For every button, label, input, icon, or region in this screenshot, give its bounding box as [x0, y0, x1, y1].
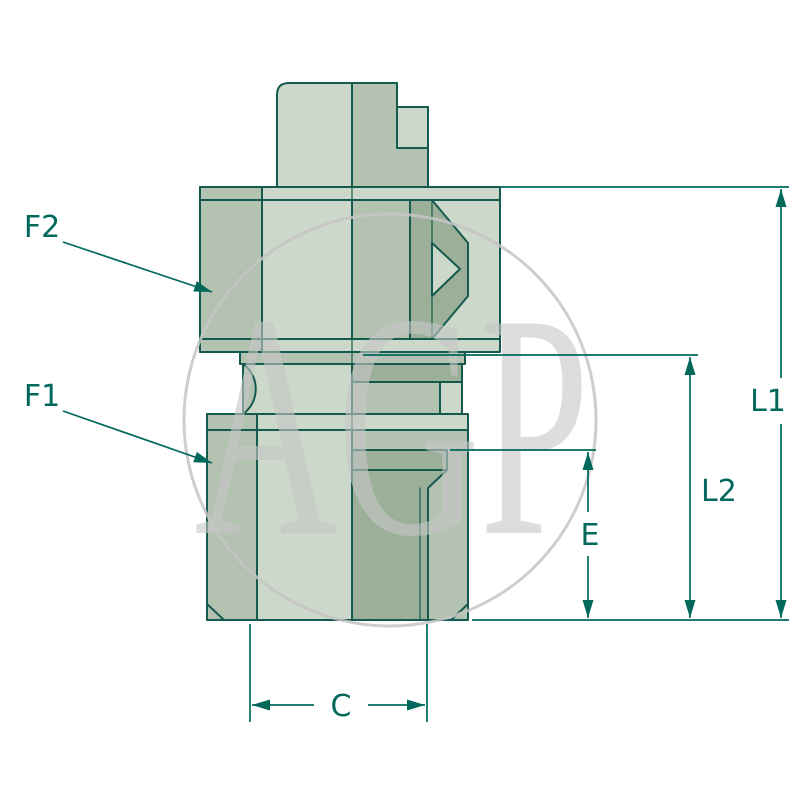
label-c: C — [331, 689, 352, 724]
watermark-circle — [182, 212, 598, 628]
bottom-chamfer-left — [206, 603, 225, 621]
dimension-f1: F1 — [24, 379, 213, 464]
dimension-c: C — [249, 624, 428, 724]
dimension-annotations: L1 L2 E C F2 F1 — [24, 186, 789, 724]
lower-hex-left-facet — [206, 413, 258, 621]
label-e: E — [581, 518, 600, 553]
dimension-e: E — [581, 452, 600, 618]
dimension-f2: F2 — [24, 210, 213, 293]
upper-hex-left-facet — [199, 186, 263, 353]
label-f2: F2 — [24, 210, 60, 245]
tube-left-half — [276, 82, 353, 188]
dimension-l1: L1 — [750, 189, 787, 618]
dimension-l2: L2 — [684, 357, 737, 618]
f1-leader-line — [62, 410, 213, 464]
watermark-text: AGP — [195, 249, 590, 603]
f2-leader-line — [62, 241, 213, 293]
label-l1: L1 — [750, 384, 786, 419]
tube-step — [396, 106, 429, 149]
watermark: AGP — [182, 212, 598, 628]
label-f1: F1 — [24, 379, 60, 414]
label-l2: L2 — [701, 474, 737, 509]
lower-hex-body — [206, 413, 469, 621]
